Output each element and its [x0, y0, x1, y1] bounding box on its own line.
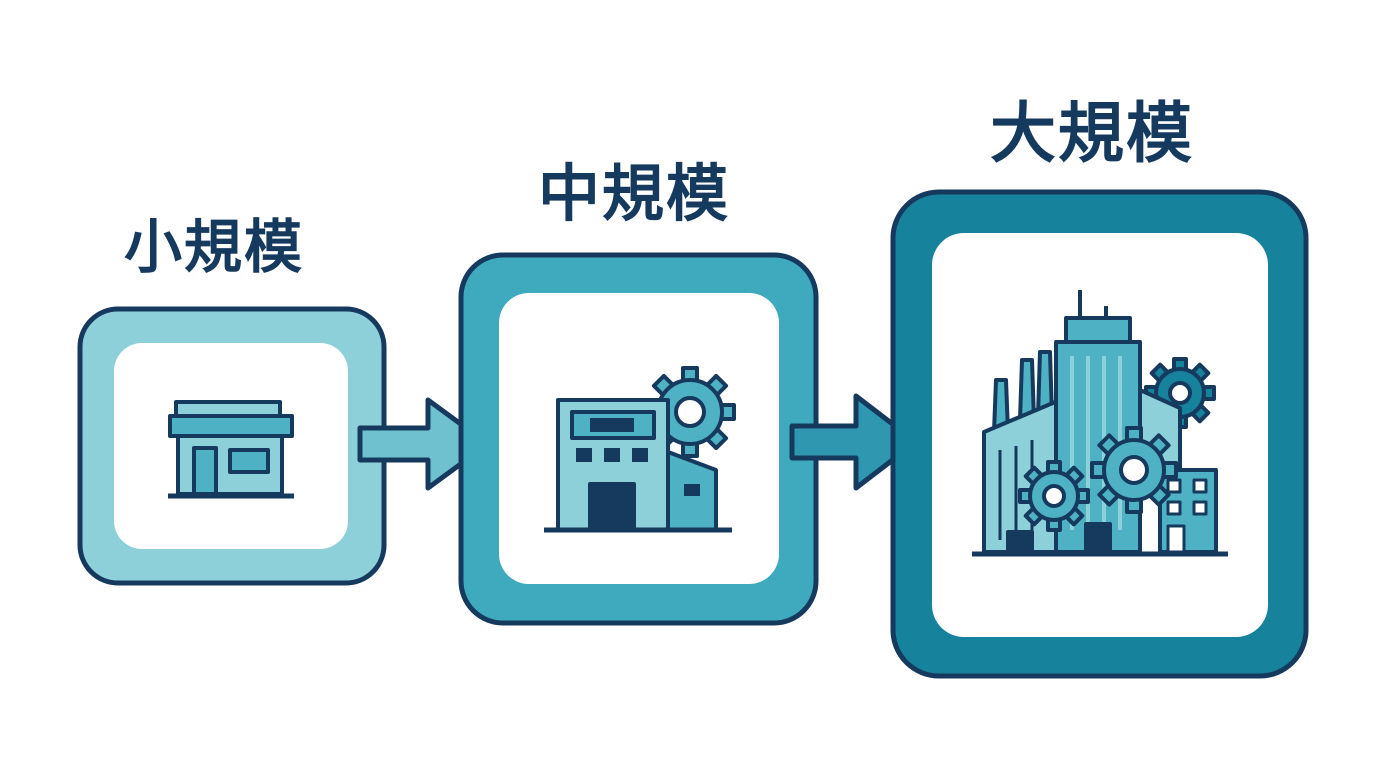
stage-label-medium: 中規模 [538, 157, 731, 230]
arrow-medium-to-large [789, 393, 919, 491]
medium-factory-icon [544, 366, 736, 533]
arrow-small-to-medium [357, 397, 491, 491]
small-shop-icon [168, 400, 294, 499]
large-industrial-city-icon [972, 290, 1228, 557]
stage-label-small: 小規模 [124, 213, 305, 281]
stage-label-large: 大規模 [990, 95, 1194, 172]
